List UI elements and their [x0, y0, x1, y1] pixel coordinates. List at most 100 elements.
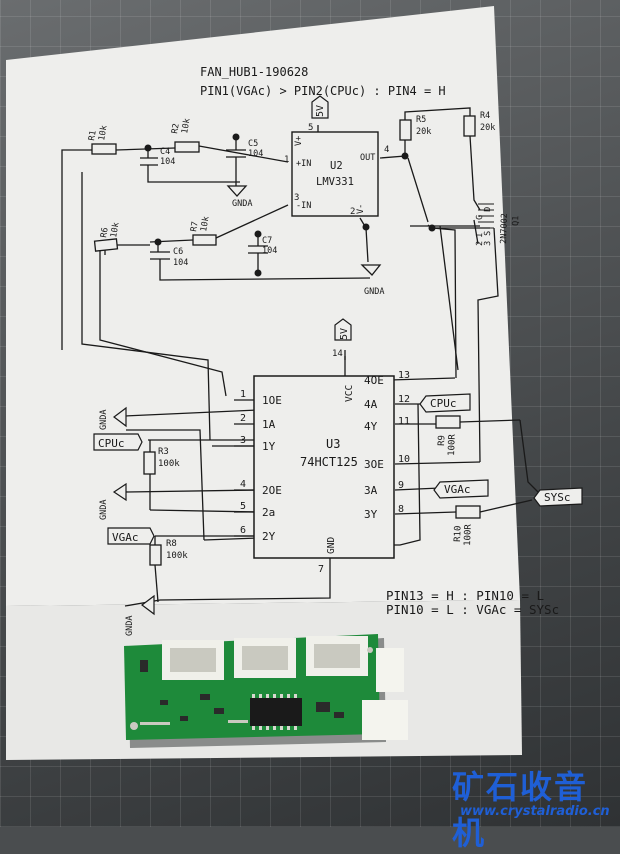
u3-gnd: GND: [326, 537, 337, 554]
vgac-flag-left: [107, 527, 155, 545]
u3-right-pin-num: 12: [398, 394, 410, 405]
vgac-label-right: VGAc: [444, 483, 471, 496]
u2-in-plus: +IN: [296, 159, 311, 169]
u3-left-pin-name: 1Y: [262, 440, 276, 453]
u3-ref: U3: [326, 437, 340, 451]
u3-left-pin-num: 3: [240, 435, 246, 446]
watermark-url: www.crystalradio.cn: [460, 804, 610, 819]
r4-body: [463, 115, 476, 137]
gnda-label-mid: GNDA: [364, 287, 384, 297]
cpuc-flag-right: [419, 393, 471, 413]
r6-ref: R6: [99, 227, 111, 239]
buffer-resistors: [143, 415, 481, 566]
q1-pin-s: S: [483, 231, 493, 236]
side-connector-top: [376, 648, 404, 692]
r2-ref: R2: [170, 123, 182, 135]
gnda-label-top: GNDA: [232, 199, 252, 209]
r5-ref: R5: [416, 115, 426, 125]
q1-pin-2: 2: [475, 241, 485, 246]
r3-body: [143, 451, 156, 475]
u3-vcc: VCC: [344, 385, 355, 402]
u3-left-pin-num: 1: [240, 389, 246, 400]
sysc-flag: [533, 487, 583, 507]
u3-right-pin-name: 4Y: [364, 420, 378, 433]
c6-ref: C6: [173, 247, 183, 257]
q1-ref: Q1: [511, 216, 521, 227]
r2-val: 10k: [180, 118, 193, 135]
note-line2: PIN10 = L : VGAc = SYSc: [386, 602, 559, 617]
u2-vplus: V+: [294, 136, 304, 146]
u3-left-pin-name: 1OE: [262, 394, 282, 407]
gnda-label-3: GNDA: [125, 616, 135, 636]
u2-part: LMV331: [316, 176, 354, 188]
title-line1: FAN_HUB1-190628: [200, 65, 308, 79]
u3-left-stubs: [234, 356, 346, 585]
u2-in-minus: -IN: [296, 201, 311, 211]
5v-flag-u3: [334, 318, 352, 341]
sysc-label: SYSc: [544, 491, 571, 504]
r6-body: [93, 238, 119, 252]
u2-pin3: 3: [294, 193, 299, 203]
note-line1: PIN13 = H : PIN10 = L: [386, 588, 544, 603]
u3-right-pin-num: 11: [398, 416, 410, 427]
r3-val: 100k: [158, 459, 180, 469]
u2-body: [291, 131, 379, 217]
r4-val: 20k: [480, 123, 495, 133]
q1-pin-1: 1: [475, 233, 485, 238]
u3-pin14: 14: [332, 349, 343, 359]
r8-ref: R8: [166, 539, 177, 549]
title-line2: PIN1(VGAc) > PIN2(CPUc) : PIN4 = H: [200, 84, 446, 98]
u3-right-pin-name: 3A: [364, 484, 378, 497]
c6-val: 104: [173, 258, 188, 268]
u3-left-pin-num: 5: [240, 501, 246, 512]
gnda-label-2: GNDA: [99, 500, 109, 520]
r1-val: 10k: [97, 125, 110, 142]
gnda-flag-1: [113, 406, 127, 428]
r9-body: [435, 415, 461, 429]
side-connector-bottom: [362, 700, 408, 740]
u3-left-pin-num: 6: [240, 525, 246, 536]
5v-label-top: 5V: [315, 105, 326, 117]
comparator-wires: [61, 107, 490, 441]
u3-right-pin-num: 9: [398, 480, 404, 491]
r10-body: [455, 505, 481, 519]
q1-pin-3: 3: [483, 241, 493, 246]
r5-val: 20k: [416, 127, 431, 137]
c4-val: 104: [160, 157, 175, 167]
r8-val: 100k: [166, 551, 188, 561]
r2-body: [174, 141, 200, 153]
r1-body: [91, 143, 117, 155]
u3-body: [253, 375, 395, 559]
left-net-flags: [93, 406, 155, 616]
u2-pin1: 1: [284, 155, 289, 165]
cpuc-label-left: CPUc: [98, 437, 125, 450]
u3-right-pin-num: 10: [398, 454, 410, 465]
u3-right-pin-name: 3OE: [364, 458, 384, 471]
u2-vminus: V-: [356, 204, 366, 214]
schematic-sheet: FAN_HUB1-190628 PIN1(VGAc) > PIN2(CPUc) …: [6, 6, 583, 760]
u3-left-pin-name: 2Y: [262, 530, 276, 543]
u3-left-pin-num: 2: [240, 413, 246, 424]
r8-body: [149, 544, 162, 566]
r10-val: 100R: [463, 524, 474, 547]
r9-val: 100R: [447, 434, 458, 457]
resistor-symbols: [91, 115, 476, 252]
u3-right-pin-num: 13: [398, 370, 410, 381]
pcb-board: [124, 634, 408, 748]
cpuc-flag-left: [93, 433, 143, 451]
u3-right-pin-name: 3Y: [364, 508, 378, 521]
vgac-label-left: VGAc: [112, 531, 139, 544]
gnda-flag-2: [112, 482, 127, 502]
q1-pin-g: G: [475, 215, 485, 220]
u3-left-pin-name: 2OE: [262, 484, 282, 497]
r7-ref: R7: [189, 221, 201, 233]
q1-symbol: [478, 203, 494, 229]
u2-pin2: 2: [350, 207, 355, 217]
vgac-flag-right: [433, 479, 489, 499]
gnda-flag-3: [141, 594, 155, 616]
u3-right-pin-name: 4A: [364, 398, 378, 411]
r7-val: 10k: [199, 216, 212, 233]
u3-left-pin-name: 2a: [262, 506, 275, 519]
pcb-ic: [250, 698, 302, 726]
